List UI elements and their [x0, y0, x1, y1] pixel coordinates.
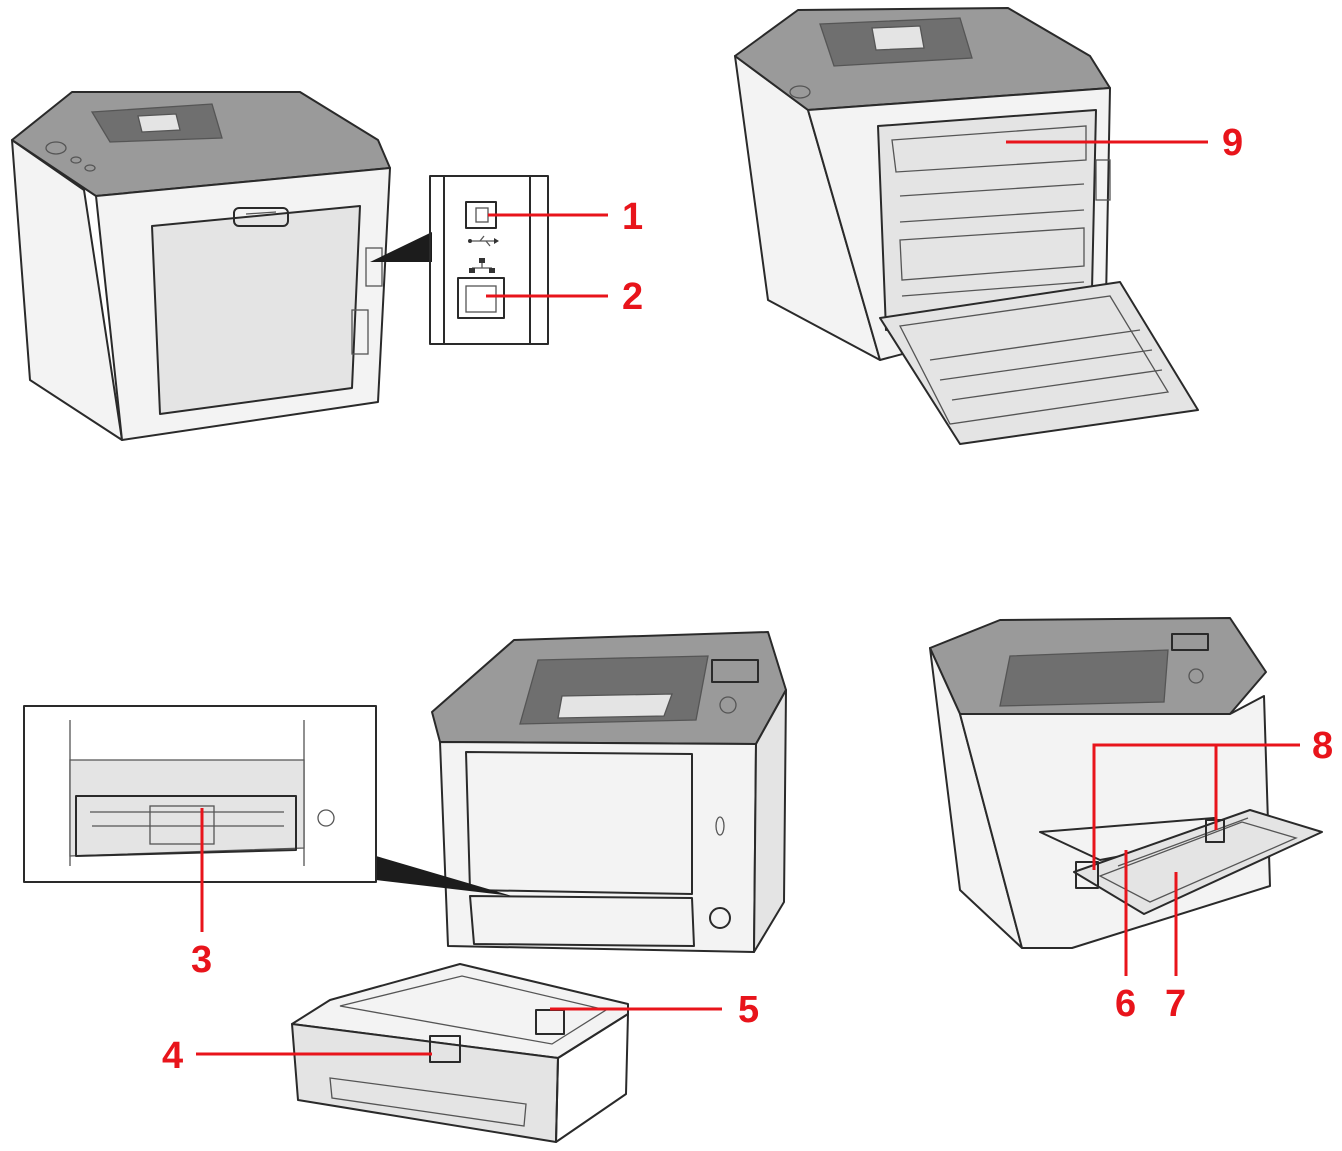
tray-slot-inset: [24, 706, 376, 882]
callout-label-2: 2: [622, 276, 643, 318]
callout-label-7: 7: [1165, 983, 1186, 1025]
printer-front-view: [376, 632, 786, 952]
printer-rear-open-view: [735, 8, 1198, 444]
printer-rear-view: [12, 92, 432, 440]
callout-label-4: 4: [162, 1035, 183, 1077]
callout-2: 2: [486, 276, 643, 318]
interface-inset: [430, 176, 548, 344]
network-icon: [469, 258, 495, 273]
usb-icon: [468, 236, 499, 246]
callout-label-1: 1: [622, 196, 643, 238]
callout-label-5: 5: [738, 989, 759, 1031]
callout-label-6: 6: [1115, 983, 1136, 1025]
callout-1: 1: [488, 196, 643, 238]
callout-label-8: 8: [1312, 725, 1333, 767]
callout-label-3: 3: [191, 939, 212, 981]
callout-label-9: 9: [1222, 122, 1243, 164]
